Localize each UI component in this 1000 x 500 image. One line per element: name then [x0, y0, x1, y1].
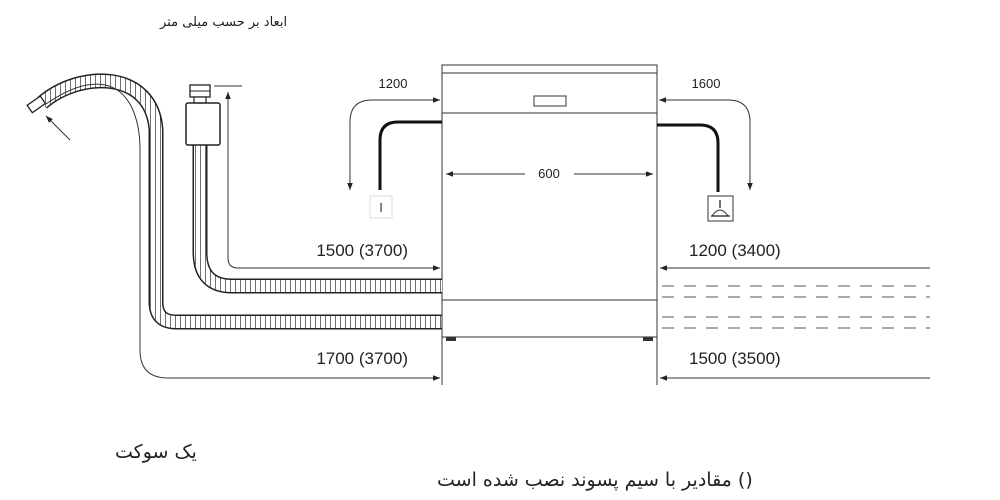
- left-cable-label: 1200: [379, 76, 408, 91]
- water-valve: [185, 84, 221, 146]
- drain-hose: [26, 73, 442, 330]
- socket-note: یک سوکت: [115, 441, 197, 463]
- right-foot: [643, 337, 653, 341]
- parentheses-note: () مقادیر با سیم پسوند نصب شده است: [437, 469, 753, 491]
- right-upper-dimension: 1200 (3400): [660, 236, 930, 271]
- left-upper-dimension: 1500 (3700): [225, 92, 440, 271]
- inlet-hose: [185, 84, 442, 294]
- left-foot: [446, 337, 456, 341]
- right-upper-label: 1200 (3400): [689, 241, 781, 260]
- right-cable-label: 1600: [692, 76, 721, 91]
- right-lower-label: 1500 (3500): [689, 349, 781, 368]
- width-dimension: 600: [446, 166, 653, 181]
- width-label: 600: [538, 166, 560, 181]
- drain-hose-end: [26, 95, 47, 114]
- right-lower-dimension: 1500 (3500): [660, 344, 930, 381]
- dashed-guides: [662, 285, 930, 329]
- dishwasher: [441, 64, 658, 341]
- left-socket-symbol: ا: [379, 201, 382, 215]
- left-lower-dimension: 1700 (3700): [45, 83, 440, 381]
- socket-icon: [707, 195, 734, 222]
- control-panel-display: [533, 95, 567, 107]
- left-power-cable: 1200 ا: [347, 71, 442, 219]
- right-power-cable: 1600: [657, 71, 753, 222]
- title-label: ابعاد بر حسب میلی متر: [159, 15, 287, 30]
- left-lower-label: 1700 (3700): [316, 349, 408, 368]
- left-upper-label: 1500 (3700): [316, 241, 408, 260]
